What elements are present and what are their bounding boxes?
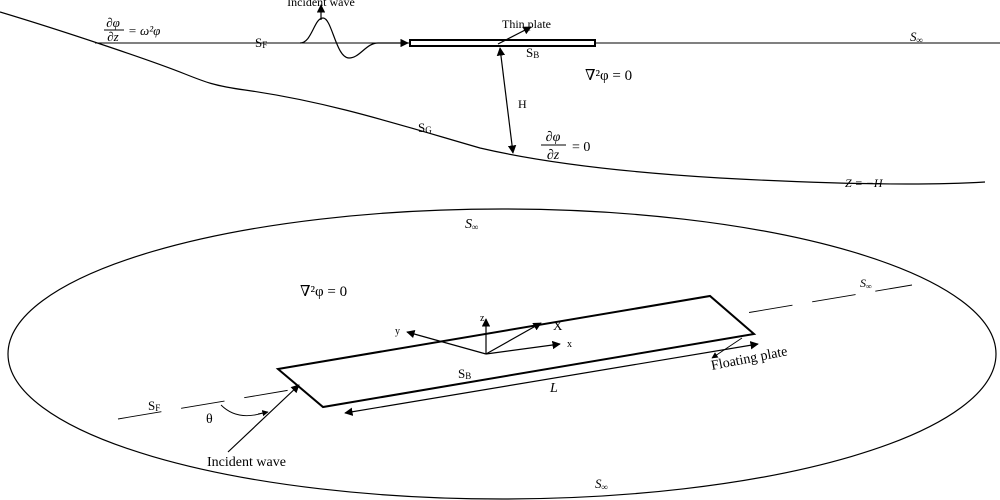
axis-x-label: x: [567, 339, 572, 350]
free-surface-label-bottom: SF: [148, 398, 160, 413]
seabed-bc-numerator: ∂φ: [546, 130, 561, 145]
floating-plate: [275, 294, 757, 409]
far-field-label-top: S∞: [465, 217, 478, 232]
floating-plate-pointer: [711, 337, 743, 359]
free-surface-bc-numerator: ∂φ: [106, 15, 120, 30]
angle-arc-arrow: [257, 410, 269, 417]
depth-label: H: [518, 97, 527, 111]
length-dimension-arrow: [344, 341, 759, 416]
far-field-ellipse: [7, 208, 997, 500]
laplace-equation-bottom: ∇²φ = 0: [300, 284, 347, 300]
seabed-bc: ∂φ ∂z = 0: [541, 130, 590, 163]
depth-arrow: [496, 47, 517, 154]
incident-wave-label-bottom: Incident wave: [207, 455, 286, 470]
far-field-label-right: S∞: [860, 276, 872, 291]
bottom-panel: S∞ S∞ S∞ ∇²φ = 0 SF SB L Floating plate …: [7, 208, 997, 500]
far-field-label-bottom: S∞: [595, 476, 608, 492]
top-panel: Incident wave Thin plate ∂φ ∂z = ω²φ SF …: [0, 0, 1000, 190]
incident-wave-curve: [299, 17, 379, 59]
axis-y-arrow: [406, 329, 487, 355]
seabed-label: SG: [418, 120, 432, 135]
angle-theta-label: θ: [206, 412, 213, 427]
length-label: L: [549, 381, 558, 396]
seabed-depth-label: Z = −H: [845, 176, 884, 190]
thin-plate: [409, 39, 596, 47]
axis-z-label: z: [480, 313, 485, 324]
body-surface-label: SB: [526, 45, 539, 60]
axis-x-arrow: [485, 340, 561, 355]
thin-plate-label: Thin plate: [502, 17, 551, 31]
free-surface-bc-denominator: ∂z: [107, 29, 118, 44]
laplace-equation-top: ∇²φ = 0: [585, 68, 632, 84]
incident-wave-arrow-bottom: [227, 384, 300, 453]
far-field-label: S∞: [910, 29, 923, 45]
thin-plate-normal-arrow: [497, 26, 532, 45]
seabed-bc-rhs: = 0: [572, 140, 590, 155]
seabed-curve: [0, 11, 986, 185]
axis-X-arrow: [485, 322, 542, 355]
free-surface-bc-rhs: = ω²φ: [128, 23, 160, 38]
axis-y-label: y: [395, 326, 400, 337]
free-surface-bc: ∂φ ∂z = ω²φ: [104, 15, 160, 44]
free-surface-label: SF: [255, 35, 267, 50]
incident-wave-label: Incident wave: [287, 0, 355, 9]
axis-X-label: X: [553, 318, 563, 333]
body-surface-label-bottom: SB: [458, 366, 471, 381]
floating-plate-label: Floating plate: [710, 344, 789, 373]
seabed-bc-denominator: ∂z: [547, 148, 560, 163]
